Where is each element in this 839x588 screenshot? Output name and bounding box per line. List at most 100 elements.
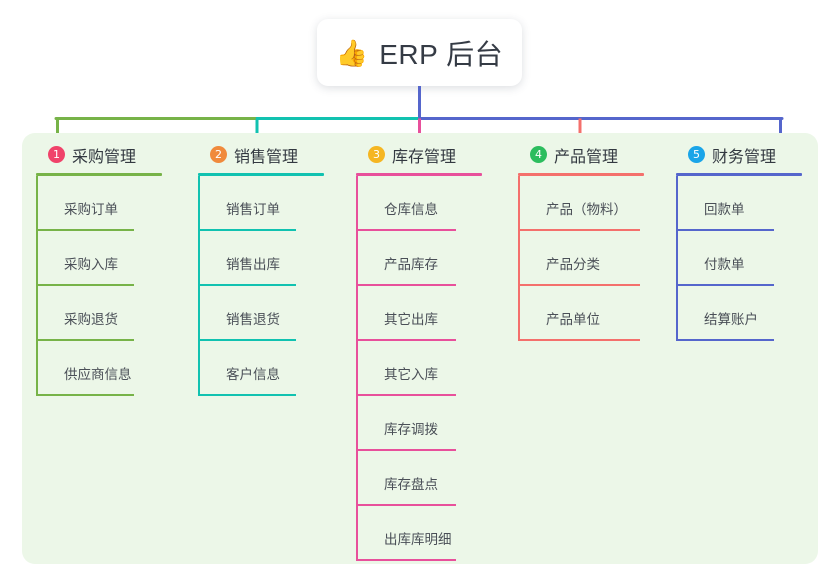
- list-item-label: 结算账户: [704, 311, 758, 327]
- list-item-label: 库存调拨: [384, 421, 438, 437]
- branch-badge-1: 1: [48, 146, 65, 163]
- list-item-underline: [198, 284, 296, 286]
- list-item-label: 其它出库: [384, 311, 438, 327]
- list-item[interactable]: 付款单: [676, 231, 838, 286]
- list-item[interactable]: 产品分类: [518, 231, 680, 286]
- list-item-label: 销售订单: [226, 201, 280, 217]
- list-item-label: 采购订单: [64, 201, 118, 217]
- list-item-underline: [36, 229, 134, 231]
- list-item-underline: [676, 284, 774, 286]
- branch-spine-4: [518, 176, 520, 341]
- list-item-underline: [356, 504, 456, 506]
- list-item[interactable]: 仓库信息: [356, 176, 518, 231]
- list-item-label: 产品（物料）: [546, 201, 627, 217]
- branch-header-product[interactable]: 4 产品管理: [518, 133, 680, 176]
- list-item[interactable]: 客户信息: [198, 341, 360, 396]
- list-item-underline: [356, 449, 456, 451]
- branch-header-purchasing[interactable]: 1 采购管理: [36, 133, 198, 176]
- list-item-label: 采购退货: [64, 311, 118, 327]
- list-item-label: 仓库信息: [384, 201, 438, 217]
- branch-underline-3: [356, 173, 482, 176]
- list-item[interactable]: 其它出库: [356, 286, 518, 341]
- list-item[interactable]: 产品库存: [356, 231, 518, 286]
- list-item-underline: [356, 559, 456, 561]
- list-item[interactable]: 产品单位: [518, 286, 680, 341]
- list-item-label: 销售出库: [226, 256, 280, 272]
- list-item[interactable]: 出库库明细: [356, 506, 518, 561]
- list-item[interactable]: 库存盘点: [356, 451, 518, 506]
- branch-items-finance: 回款单 付款单 结算账户: [676, 176, 838, 341]
- branch-spine-3: [356, 176, 358, 561]
- list-item[interactable]: 结算账户: [676, 286, 838, 341]
- list-item[interactable]: 回款单: [676, 176, 838, 231]
- list-item[interactable]: 销售订单: [198, 176, 360, 231]
- branch-badge-3: 3: [368, 146, 385, 163]
- branch-underline-4: [518, 173, 644, 176]
- branch-spine-5: [676, 176, 678, 341]
- branch-column-purchasing: 1 采购管理 采购订单 采购入库 采购退货 供应: [36, 133, 198, 396]
- list-item-underline: [36, 339, 134, 341]
- root-node-title: ERP 后台: [379, 38, 504, 70]
- root-node-erp-backend[interactable]: 👍 ERP 后台: [317, 19, 522, 86]
- list-item-underline: [676, 339, 774, 341]
- branch-underline-2: [198, 173, 324, 176]
- list-item[interactable]: 其它入库: [356, 341, 518, 396]
- branch-badge-2: 2: [210, 146, 227, 163]
- list-item-underline: [198, 394, 296, 396]
- branch-items-product: 产品（物料） 产品分类 产品单位: [518, 176, 680, 341]
- list-item-label: 库存盘点: [384, 476, 438, 492]
- list-item-label: 付款单: [704, 256, 745, 272]
- list-item[interactable]: 销售退货: [198, 286, 360, 341]
- list-item-underline: [676, 229, 774, 231]
- branch-header-finance[interactable]: 5 财务管理: [676, 133, 838, 176]
- list-item[interactable]: 产品（物料）: [518, 176, 680, 231]
- branch-badge-4: 4: [530, 146, 547, 163]
- list-item[interactable]: 库存调拨: [356, 396, 518, 451]
- branch-items-inventory: 仓库信息 产品库存 其它出库 其它入库 库存调拨: [356, 176, 518, 561]
- list-item-label: 销售退货: [226, 311, 280, 327]
- list-item-label: 客户信息: [226, 366, 280, 382]
- branch-spine-2: [198, 176, 200, 396]
- branch-columns: 1 采购管理 采购订单 采购入库 采购退货 供应: [22, 133, 818, 564]
- branch-title-purchasing: 采购管理: [72, 148, 137, 166]
- branch-spine-1: [36, 176, 38, 396]
- list-item-underline: [356, 394, 456, 396]
- list-item[interactable]: 采购入库: [36, 231, 198, 286]
- list-item[interactable]: 供应商信息: [36, 341, 198, 396]
- list-item-underline: [356, 284, 456, 286]
- list-item-underline: [36, 284, 134, 286]
- list-item-underline: [518, 229, 640, 231]
- branch-items-purchasing: 采购订单 采购入库 采购退货 供应商信息: [36, 176, 198, 396]
- branch-underline-5: [676, 173, 802, 176]
- list-item[interactable]: 采购订单: [36, 176, 198, 231]
- list-item-underline: [356, 229, 456, 231]
- branch-title-sales: 销售管理: [234, 148, 299, 166]
- list-item-label: 出库库明细: [384, 531, 452, 547]
- list-item-label: 其它入库: [384, 366, 438, 382]
- branch-underline-1: [36, 173, 162, 176]
- list-item-label: 产品单位: [546, 311, 600, 327]
- list-item-underline: [518, 284, 640, 286]
- branch-column-finance: 5 财务管理 回款单 付款单 结算账户: [676, 133, 838, 341]
- list-item-underline: [198, 229, 296, 231]
- branch-title-product: 产品管理: [554, 148, 619, 166]
- branch-header-inventory[interactable]: 3 库存管理: [356, 133, 518, 176]
- list-item-label: 产品库存: [384, 256, 438, 272]
- list-item-label: 供应商信息: [64, 366, 132, 382]
- branch-badge-5: 5: [688, 146, 705, 163]
- content-panel: [22, 133, 818, 564]
- list-item-label: 产品分类: [546, 256, 600, 272]
- list-item[interactable]: 销售出库: [198, 231, 360, 286]
- branch-items-sales: 销售订单 销售出库 销售退货 客户信息: [198, 176, 360, 396]
- branch-header-sales[interactable]: 2 销售管理: [198, 133, 360, 176]
- list-item-underline: [518, 339, 640, 341]
- branch-column-product: 4 产品管理 产品（物料） 产品分类 产品单位: [518, 133, 680, 341]
- list-item-label: 采购入库: [64, 256, 118, 272]
- branch-column-inventory: 3 库存管理 仓库信息 产品库存 其它出库 其它: [356, 133, 518, 561]
- branch-title-finance: 财务管理: [712, 148, 777, 166]
- thumbs-up-icon: 👍: [335, 37, 369, 68]
- list-item[interactable]: 采购退货: [36, 286, 198, 341]
- list-item-label: 回款单: [704, 201, 745, 217]
- branch-column-sales: 2 销售管理 销售订单 销售出库 销售退货 客户: [198, 133, 360, 396]
